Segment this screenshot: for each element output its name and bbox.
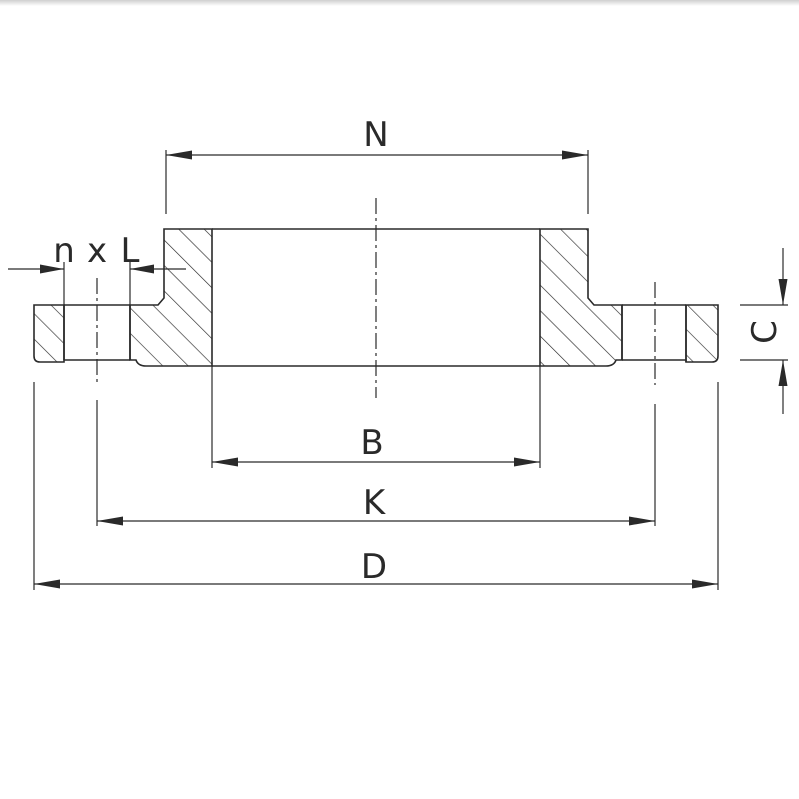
label-b-dimension: B xyxy=(360,423,383,463)
dimension-c: C xyxy=(745,248,788,414)
dimension-d: D xyxy=(34,547,718,589)
left-outer-section xyxy=(33,304,65,363)
left-hub-section xyxy=(129,228,213,367)
extension-lines xyxy=(33,150,788,590)
dimension-nxl: n x L xyxy=(8,231,186,274)
hatched-sections xyxy=(33,228,719,367)
label-l: L xyxy=(121,231,140,271)
dimension-b: B xyxy=(212,423,540,467)
right-outer-section xyxy=(685,304,719,363)
top-shadow-bar xyxy=(0,0,799,6)
dimension-k: K xyxy=(97,483,655,526)
label-k-dimension: K xyxy=(363,483,387,523)
label-d-dimension: D xyxy=(361,547,387,587)
label-n-dimension: N xyxy=(363,115,388,155)
dimension-n: N xyxy=(166,115,588,160)
right-hub-section xyxy=(539,228,623,367)
label-c-dimension: C xyxy=(745,320,785,344)
center-lines xyxy=(96,198,656,398)
label-n: n xyxy=(53,231,75,271)
label-x: x xyxy=(87,231,107,271)
